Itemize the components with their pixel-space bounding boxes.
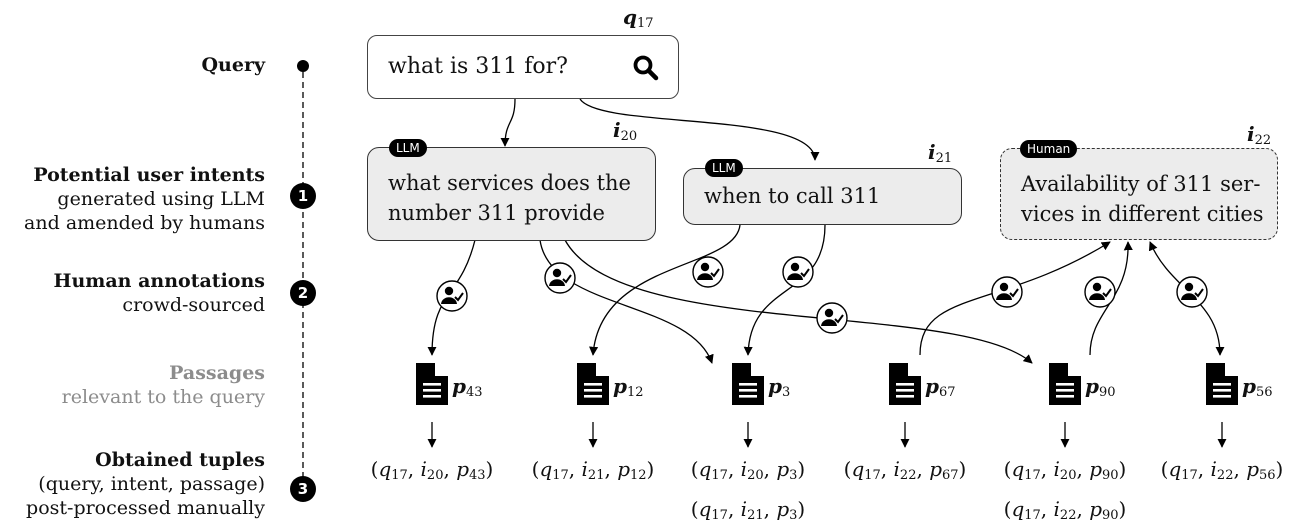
- passage-label: p56: [1242, 374, 1273, 400]
- stage-tuples: Obtained tuples (query, intent, passage)…: [26, 449, 265, 519]
- tuple: (q17, i20, p90): [1003, 457, 1127, 483]
- passage-label: p12: [613, 374, 644, 400]
- document-icon: [889, 363, 921, 405]
- user-check-icon: [1084, 276, 1116, 308]
- intent-label-i21: i21: [928, 140, 953, 166]
- edge-i21-p12: [589, 224, 741, 356]
- intent-text: what services does the: [388, 171, 631, 195]
- tuple: (q17, i22, p56): [1160, 457, 1284, 483]
- passage-label: p43: [452, 374, 483, 400]
- query-box: what is 311 for?: [367, 35, 679, 99]
- intent-box-i20: what services does the number 311 provid…: [367, 147, 656, 241]
- intent-label-i22: i22: [1247, 122, 1272, 148]
- edge-p67-i22: [919, 241, 1111, 356]
- edge-query-i21: [579, 98, 820, 161]
- intent-box-i21: when to call 311: [683, 168, 962, 225]
- stage-query: Query: [201, 54, 265, 76]
- timeline-dot: [297, 60, 309, 72]
- intent-text: Availability of 311 ser-: [1021, 172, 1261, 196]
- annotator-icons: [436, 256, 1208, 334]
- document-icon: [1049, 363, 1081, 405]
- user-check-icon: [692, 256, 724, 288]
- tuple: (q17, i21, p12): [531, 457, 655, 483]
- stage-annotations: Human annotations crowd-sourced: [53, 270, 266, 316]
- intent-text: number 311 provide: [388, 201, 605, 225]
- intent-text: vices in different cities: [1021, 202, 1264, 226]
- edge-i21-p3: [743, 224, 826, 356]
- search-icon: [633, 55, 659, 81]
- query-text: what is 311 for?: [388, 54, 568, 79]
- document-icon: [416, 363, 448, 405]
- human-tag: Human: [1020, 140, 1078, 158]
- passage-label: p67: [925, 374, 956, 400]
- user-check-icon: [782, 256, 814, 288]
- passage-label: p3: [768, 374, 791, 400]
- step-2-badge: 2: [290, 280, 316, 306]
- step-1-badge: 1: [290, 183, 316, 209]
- stage-intents: Potential user intents generated using L…: [24, 164, 265, 234]
- stage-passages: Passages relevant to the query: [61, 362, 265, 408]
- document-icon: [1206, 363, 1238, 405]
- tuple: (q17, i22, p67): [843, 457, 967, 483]
- user-check-icon: [816, 302, 848, 334]
- passage-label: p90: [1085, 374, 1116, 400]
- intent-text: when to call 311: [704, 184, 881, 208]
- edge-i20-p90: [564, 239, 1033, 364]
- tuple: (q17, i21, p3): [690, 497, 806, 523]
- tuple: (q17, i20, p43): [370, 457, 494, 483]
- step-3-badge: 3: [290, 476, 316, 502]
- user-check-icon: [544, 262, 576, 294]
- user-check-icon: [1176, 276, 1208, 308]
- intent-box-i22: Availability of 311 ser- vices in differ…: [1000, 148, 1278, 240]
- edge-i20-p3: [539, 239, 714, 364]
- document-icon: [732, 363, 764, 405]
- query-label: q17: [623, 5, 654, 31]
- passage-tuple-arrows: [427, 422, 1227, 448]
- tuple: (q17, i20, p3): [690, 457, 806, 483]
- edge-query-i20: [500, 98, 516, 147]
- document-icon: [577, 363, 609, 405]
- llm-tag: LLM: [389, 139, 427, 157]
- llm-tag: LLM: [705, 159, 743, 177]
- tuple: (q17, i22, p90): [1003, 497, 1127, 523]
- user-check-icon: [436, 280, 468, 312]
- intent-label-i20: i20: [613, 118, 638, 144]
- user-check-icon: [991, 276, 1023, 308]
